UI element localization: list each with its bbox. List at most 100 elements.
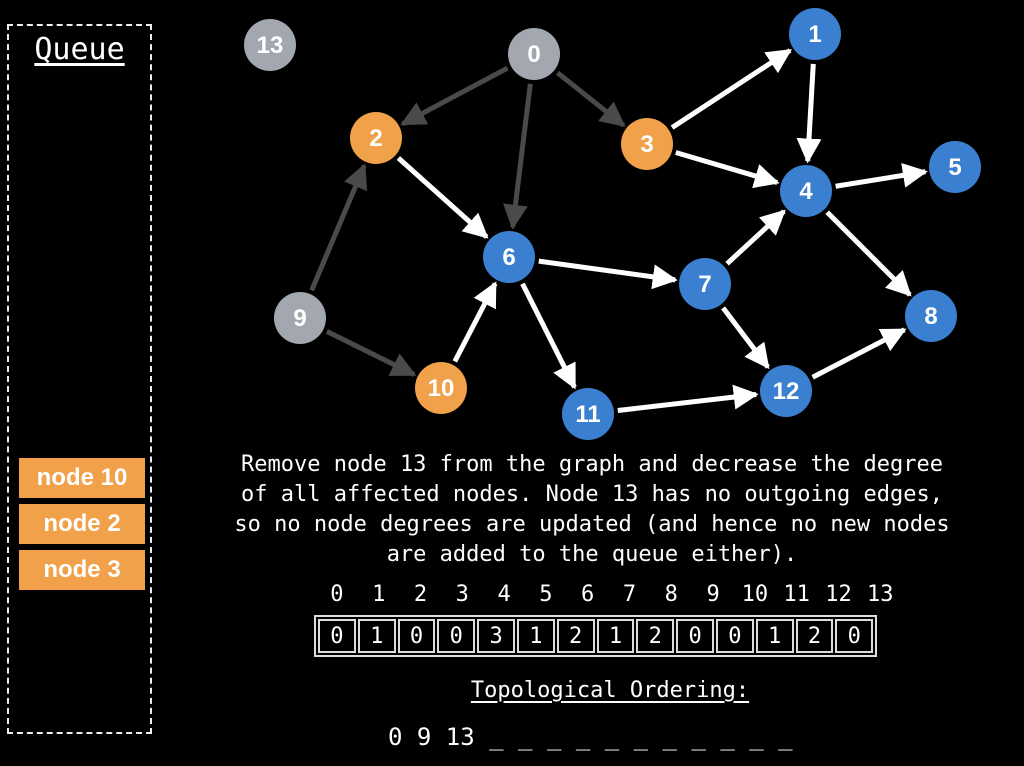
node-circle (562, 388, 614, 440)
edge-3-to-1 (670, 48, 792, 130)
node-label: 11 (575, 401, 600, 428)
node-label: 8 (924, 303, 937, 330)
degree-index: 3 (455, 582, 469, 607)
degree-cell: 1 (755, 619, 794, 653)
node-circle (929, 141, 981, 193)
graph-node-4: 4 (780, 165, 832, 217)
edge-6-to-11 (520, 282, 577, 390)
degree-index: 6 (581, 582, 595, 607)
queue-item: node 10 (19, 458, 145, 498)
degree-cell: 1 (516, 619, 555, 653)
edge-4-to-8 (825, 210, 912, 297)
degree-index: 8 (664, 582, 678, 607)
step-description: Remove node 13 from the graph and decrea… (234, 452, 950, 567)
degree-index: 13 (867, 582, 894, 607)
queue-title: Queue (34, 32, 125, 67)
edge-12-to-8 (811, 327, 907, 380)
node-circle (274, 292, 326, 344)
queue-item: node 3 (19, 550, 145, 590)
degree-index: 4 (497, 582, 511, 607)
topological-ordering-title: Topological Ordering: (470, 678, 750, 703)
node-circle (483, 231, 535, 283)
node-label: 3 (640, 131, 653, 158)
graph-node-9: 9 (274, 292, 326, 344)
degree-cell: 0 (715, 619, 754, 653)
ordered-nodes: 0 9 13 (388, 723, 475, 751)
node-label: 5 (948, 154, 961, 181)
edge-0-to-3 (555, 70, 626, 128)
edge-6-to-7 (538, 258, 678, 290)
edge-0-to-6 (503, 83, 533, 230)
remaining-slots: _ _ _ _ _ _ _ _ _ _ _ (489, 723, 793, 751)
degree-index: 0 (330, 582, 344, 607)
degree-cell: 1 (357, 619, 396, 653)
graph-node-10: 10 (415, 362, 467, 414)
node-label: 10 (428, 375, 455, 402)
edges-layer (309, 48, 928, 414)
graph-node-6: 6 (483, 231, 535, 283)
degree-index: 2 (413, 582, 428, 607)
degree-cell: 0 (835, 619, 874, 653)
graph-node-5: 5 (929, 141, 981, 193)
degree-index: 7 (622, 582, 637, 607)
node-label: 0 (527, 41, 540, 68)
queue-panel: Queue node 10 node 2 node 3 (7, 24, 152, 734)
graph-node-3: 3 (621, 118, 673, 170)
graph-node-7: 7 (679, 258, 731, 310)
degree-cell: 1 (596, 619, 635, 653)
node-label: 1 (808, 21, 821, 48)
degree-cell: 0 (397, 619, 436, 653)
graph-node-0: 0 (508, 28, 560, 80)
degree-index: 9 (706, 582, 720, 607)
edge-2-to-6 (396, 156, 489, 239)
degree-index: 11 (783, 582, 810, 607)
node-label: 9 (293, 305, 306, 332)
edge-10-to-6 (452, 281, 498, 363)
edge-9-to-2 (309, 163, 368, 292)
node-circle (789, 8, 841, 60)
graph-node-2: 2 (350, 112, 402, 164)
node-label: 12 (773, 378, 800, 405)
graph-node-13: 13 (244, 19, 296, 71)
node-circle (621, 118, 673, 170)
degree-cell: 0 (676, 619, 714, 653)
edge-4-to-5 (835, 163, 928, 189)
degree-index: 5 (539, 582, 553, 607)
degree-index: 12 (825, 582, 852, 607)
degree-index: 10 (741, 582, 769, 607)
queue-item: node 2 (19, 504, 145, 544)
edge-9-to-10 (325, 329, 417, 377)
graph-node-8: 8 (905, 290, 957, 342)
edge-11-to-12 (617, 384, 759, 414)
degree-cell: 2 (636, 619, 675, 653)
degree-cell: 2 (556, 619, 595, 653)
edge-3-to-4 (675, 150, 780, 189)
node-label: 2 (369, 125, 382, 152)
node-circle (244, 19, 296, 71)
edge-1-to-4 (796, 63, 822, 164)
degree-cell: 0 (318, 619, 356, 653)
node-label: 7 (698, 271, 711, 298)
degree-cell: 2 (795, 619, 834, 653)
node-circle (780, 165, 832, 217)
node-circle (760, 365, 812, 417)
degree-index: 1 (372, 582, 386, 607)
degree-cell: 3 (477, 619, 515, 653)
graph-node-12: 12 (760, 365, 812, 417)
node-circle (508, 28, 560, 80)
topological-ordering-row: 0 9 13 _ _ _ _ _ _ _ _ _ _ _ (388, 723, 793, 751)
node-circle (905, 290, 957, 342)
graph-node-1: 1 (789, 8, 841, 60)
edge-0-to-2 (400, 65, 509, 127)
edge-7-to-12 (721, 306, 770, 370)
edge-7-to-4 (725, 209, 786, 266)
node-label: 6 (502, 244, 515, 271)
node-circle (415, 362, 467, 414)
degree-cell: 0 (437, 619, 476, 653)
node-circle (679, 258, 731, 310)
node-label: 13 (257, 32, 284, 59)
